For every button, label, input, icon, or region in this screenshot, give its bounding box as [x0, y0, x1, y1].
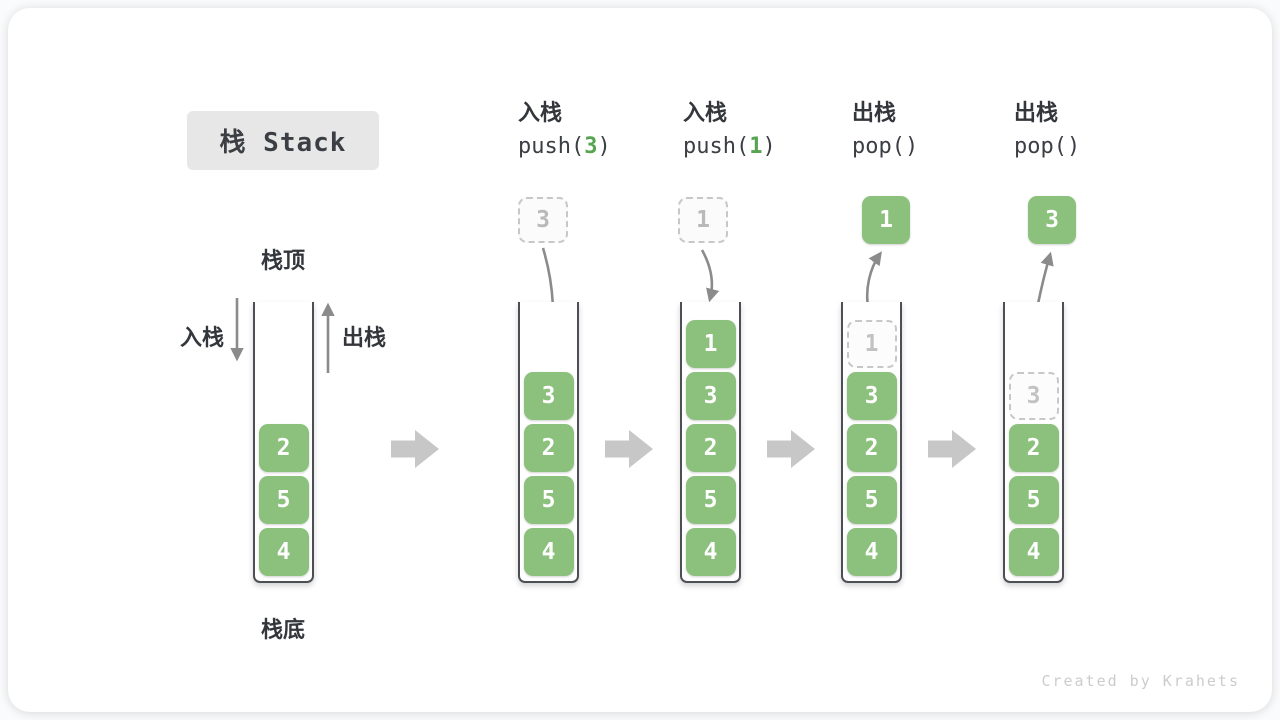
- code-open: pop(: [852, 134, 905, 159]
- operation-label-4: 出栈 pop(): [1014, 102, 1080, 158]
- operation-label-1: 入栈 push(3): [518, 102, 611, 158]
- stack-bottom-label: 栈底: [260, 617, 305, 642]
- pop-arrow-label: 出栈: [342, 325, 387, 350]
- stack-element: 2: [1008, 424, 1059, 472]
- popped-element-box: 1: [862, 196, 910, 244]
- stack-element: 4: [1008, 528, 1059, 576]
- code-open: push(: [683, 134, 750, 159]
- code-close: ): [762, 134, 776, 159]
- stack-slot-ghost: 3: [1008, 372, 1059, 420]
- code-argument: 3: [584, 134, 598, 159]
- stack-element: 5: [1008, 476, 1059, 524]
- stack-element: 4: [258, 528, 309, 576]
- incoming-element-box: 3: [518, 197, 568, 243]
- operation-name: 入栈: [518, 100, 563, 125]
- push-arrow-label: 入栈: [180, 325, 225, 350]
- stack-element: 4: [685, 528, 736, 576]
- stack-element: 5: [523, 476, 574, 524]
- operation-code: pop(): [1014, 136, 1080, 158]
- stack-element: 2: [685, 424, 736, 472]
- stack-element: 1: [685, 320, 736, 368]
- stack-element: 2: [846, 424, 897, 472]
- watermark: Created by Krahets: [1041, 672, 1240, 690]
- code-close: ): [1066, 134, 1081, 159]
- stack-top-label: 栈顶: [260, 248, 305, 273]
- stack-element: 5: [685, 476, 736, 524]
- operation-name: 入栈: [683, 100, 728, 125]
- operation-code: push(3): [518, 136, 611, 158]
- popped-element-box: 3: [1028, 196, 1076, 244]
- stack-element: 3: [846, 372, 897, 420]
- operation-label-2: 入栈 push(1): [683, 102, 776, 158]
- title-text: 栈 Stack: [219, 128, 347, 158]
- stack-element: 3: [523, 372, 574, 420]
- operation-label-3: 出栈 pop(): [852, 102, 918, 158]
- stack-element: 5: [258, 476, 309, 524]
- operation-code: pop(): [852, 136, 918, 158]
- title-badge: 栈 Stack: [187, 111, 379, 170]
- stack-element: 4: [846, 528, 897, 576]
- incoming-element-box: 1: [678, 197, 728, 243]
- operation-code: push(1): [683, 136, 776, 158]
- code-argument: 1: [749, 134, 763, 159]
- stack-slot-ghost: 1: [846, 320, 897, 368]
- code-open: pop(: [1014, 134, 1067, 159]
- stack-element: 5: [846, 476, 897, 524]
- operation-name: 出栈: [852, 100, 897, 125]
- operation-name: 出栈: [1014, 100, 1059, 125]
- code-close: ): [597, 134, 611, 159]
- stack-element: 4: [523, 528, 574, 576]
- stack-element: 2: [523, 424, 574, 472]
- code-close: ): [904, 134, 919, 159]
- code-open: push(: [518, 134, 585, 159]
- stack-element: 2: [258, 424, 309, 472]
- stack-element: 3: [685, 372, 736, 420]
